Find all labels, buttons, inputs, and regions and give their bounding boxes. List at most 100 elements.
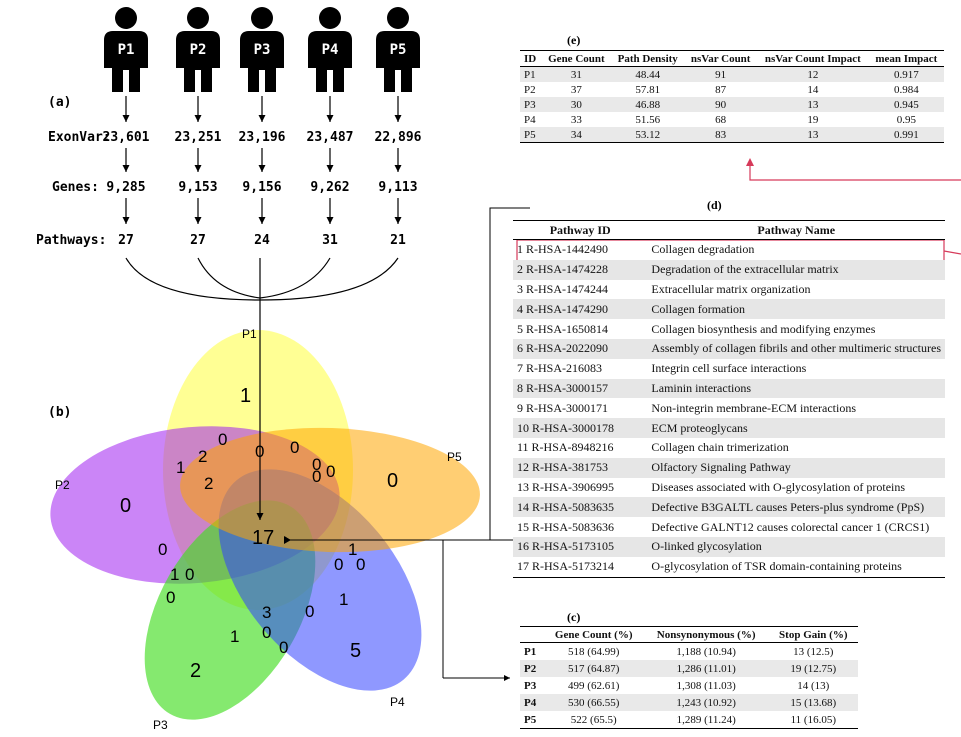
venn-region-count: 1 xyxy=(170,565,180,584)
row-label-genes: Genes: xyxy=(52,180,99,195)
table-cell: Collagen degradation xyxy=(651,242,755,257)
venn-region-count: 1 xyxy=(230,627,240,646)
table-cell: 13 R-HSA-3906995 xyxy=(517,479,615,494)
table-cell: Olfactory Signaling Pathway xyxy=(647,457,945,478)
table-e-header: nsVar Count xyxy=(684,50,757,67)
table-cell: 1,308 (11.03) xyxy=(676,679,736,692)
venn-region-count: 1 xyxy=(176,458,186,477)
table-cell: 87 xyxy=(715,83,727,96)
table-cell: 0.945 xyxy=(868,97,944,112)
venn-diagram xyxy=(50,330,480,720)
table-cell: 17 R-HSA-5173214 xyxy=(517,559,615,574)
patient-label-p5: P5 xyxy=(390,42,407,58)
venn-region-count: 0 xyxy=(185,565,195,584)
table-cell: 19 (12.75) xyxy=(768,660,858,677)
table-cell: 1 R-HSA-1442490 xyxy=(517,242,609,257)
table-cell: Laminin interactions xyxy=(647,378,945,399)
table-row: 1 R-HSA-1442490 Collagen degradation xyxy=(513,240,945,260)
table-c-header: Stop Gain (%) xyxy=(768,626,858,643)
table-cell: P5 xyxy=(524,713,537,726)
table-cell: 3 R-HSA-1474244 xyxy=(517,281,609,296)
table-cell: Collagen formation xyxy=(647,299,945,320)
table-cell: 517 (64.87) xyxy=(543,660,644,677)
table-cell: 0.917 xyxy=(868,66,944,82)
table-e-header: Path Density xyxy=(611,50,685,67)
venn-region-count: 2 xyxy=(198,447,208,466)
venn-region-count: 1 xyxy=(339,590,349,609)
table-cell: 11 (16.05) xyxy=(790,713,836,726)
venn-region-count: 0 xyxy=(262,623,272,642)
panel-label-d: (d) xyxy=(707,198,722,212)
patient-figure-p2: P2 xyxy=(176,7,220,92)
venn-region-count: 0 xyxy=(279,638,289,657)
venn-connectors xyxy=(284,207,530,681)
table-cell: Diseases associated with O-glycosylation… xyxy=(651,479,906,494)
person-head-icon xyxy=(387,7,409,29)
table-cell: 37 xyxy=(570,83,582,96)
venn-region-count: 0 xyxy=(218,430,228,449)
table-c: Gene Count (%)Nonsynonymous (%)Stop Gain… xyxy=(520,626,858,729)
table-cell: 12 R-HSA-381753 xyxy=(513,457,648,478)
table-cell: 7 R-HSA-216083 xyxy=(517,361,603,376)
venn-set-label-p2: P2 xyxy=(55,478,70,492)
venn-center-count: 17 xyxy=(252,527,275,549)
table-cell: 10 R-HSA-3000178 xyxy=(513,418,648,438)
table-c-header: Gene Count (%) xyxy=(543,626,644,643)
person-head-icon xyxy=(115,7,137,29)
panel-label-c: (c) xyxy=(567,610,581,624)
patient-label-p1: P1 xyxy=(118,42,135,58)
table-cell: 0.984 xyxy=(893,83,919,96)
table-cell: 1,289 (11.24) xyxy=(676,713,736,726)
table-cell: 14 R-HSA-5083635 xyxy=(513,497,648,518)
table-cell: P2 xyxy=(520,660,544,677)
pathways-value-p3: 24 xyxy=(254,233,270,248)
person-body-icon xyxy=(308,31,352,92)
table-cell: 31 xyxy=(541,66,612,82)
patient-figure-p3: P3 xyxy=(240,7,284,92)
venn-region-count: 3 xyxy=(262,603,272,622)
venn-region-count: 1 xyxy=(348,540,358,559)
exonvar-value-p2: 23,251 xyxy=(174,130,222,145)
table-cell: 11 R-HSA-8948216 xyxy=(517,440,614,455)
table-cell: 13 (12.5) xyxy=(793,645,834,658)
table-cell: Collagen chain trimerization xyxy=(651,440,789,455)
table-cell: 5 R-HSA-1650814 xyxy=(517,321,609,336)
table-cell: 33 xyxy=(570,113,582,126)
table-cell: Assembly of collagen fibrils and other m… xyxy=(647,338,945,359)
pathways-value-p2: 27 xyxy=(190,233,206,248)
venn-region-count: 0 xyxy=(356,555,366,574)
exonvar-value-p3: 23,196 xyxy=(238,130,286,145)
panel-label-e: (e) xyxy=(567,33,581,47)
table-cell: P4 xyxy=(524,113,536,126)
venn-set-label-p5: P5 xyxy=(447,450,462,464)
venn-unique-count-p3: 2 xyxy=(190,660,202,682)
table-cell: 83 xyxy=(684,127,757,143)
table-cell: Integrin cell surface interactions xyxy=(651,361,807,376)
table-cell: P3 xyxy=(520,97,542,112)
venn-region-count: 0 xyxy=(158,540,168,559)
exonvar-value-p1: 23,601 xyxy=(102,130,150,145)
table-row: 13 R-HSA-3906995 Diseases associated with… xyxy=(513,478,945,498)
table-cell: 14 xyxy=(807,83,819,96)
patient-label-p2: P2 xyxy=(190,42,207,58)
panel-label-b: (b) xyxy=(48,405,72,420)
table-cell: 1,188 (10.94) xyxy=(676,645,736,658)
person-head-icon xyxy=(187,7,209,29)
